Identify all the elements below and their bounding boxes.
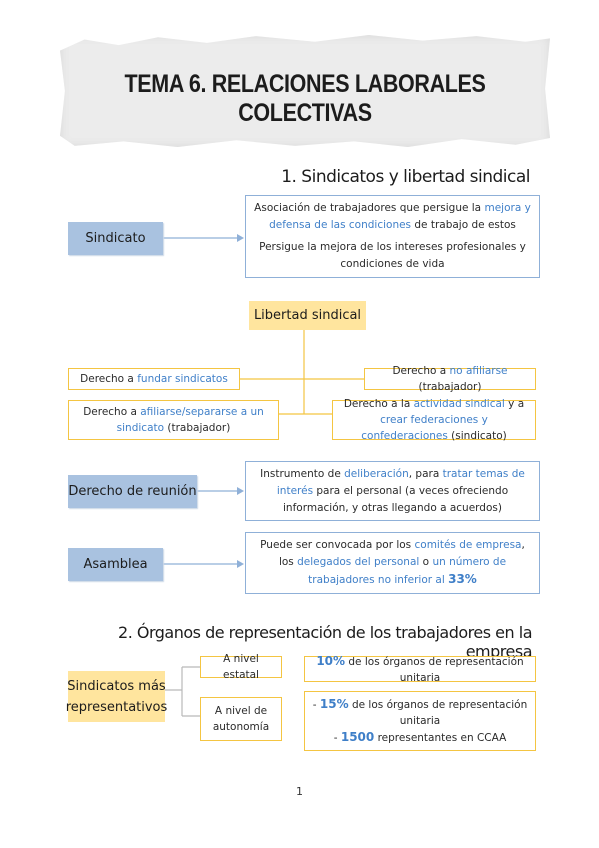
derecho-afiliarse-box: Derecho a afiliarse/separarse a un sindi…: [68, 400, 279, 440]
sindicato-label: Sindicato: [68, 222, 163, 255]
derecho-reunion-label: Derecho de reunión: [68, 475, 197, 508]
derecho-actividad-sindical-box: Derecho a la actividad sindical y a crea…: [332, 398, 536, 442]
sindicatos-representativos-label: Sindicatos más representativos: [66, 671, 167, 722]
autonomia-detail-box: - 15% de los órganos de representación u…: [304, 691, 536, 751]
nivel-estatal-box: A nivel estatal: [200, 653, 282, 681]
estatal-detail-box: 10% de los órganos de representación uni…: [304, 654, 536, 684]
asamblea-label: Asamblea: [68, 548, 163, 581]
derecho-no-afiliarse-box: Derecho a no afiliarse (trabajador): [364, 365, 536, 393]
arrow-head-sindicato: [237, 234, 244, 242]
nivel-autonomia-box: A nivel de autonomía: [200, 697, 282, 741]
arrow-head-asamblea: [237, 560, 244, 568]
sindicato-definition-box: Asociación de trabajadores que persigue …: [245, 195, 540, 278]
page-title: TEMA 6. RELACIONES LABORALES COLECTIVAS: [124, 70, 486, 127]
sindicato-definition-2: Persigue la mejora de los intereses prof…: [259, 241, 526, 270]
arrow-head-reunion: [237, 487, 244, 495]
section-heading-1: 1. Sindicatos y libertad sindical: [281, 167, 530, 187]
libertad-sindical-label: Libertad sindical: [249, 301, 366, 330]
title-paper-background: [60, 35, 550, 147]
sindicato-definition-1: Asociación de trabajadores que persigue …: [254, 202, 531, 231]
derecho-reunion-box: Instrumento de deliberación, para tratar…: [245, 461, 540, 521]
derecho-fundar-box: Derecho a fundar sindicatos: [68, 368, 240, 390]
asamblea-box: Puede ser convocada por los comités de e…: [245, 532, 540, 594]
page-number: 1: [296, 785, 303, 798]
